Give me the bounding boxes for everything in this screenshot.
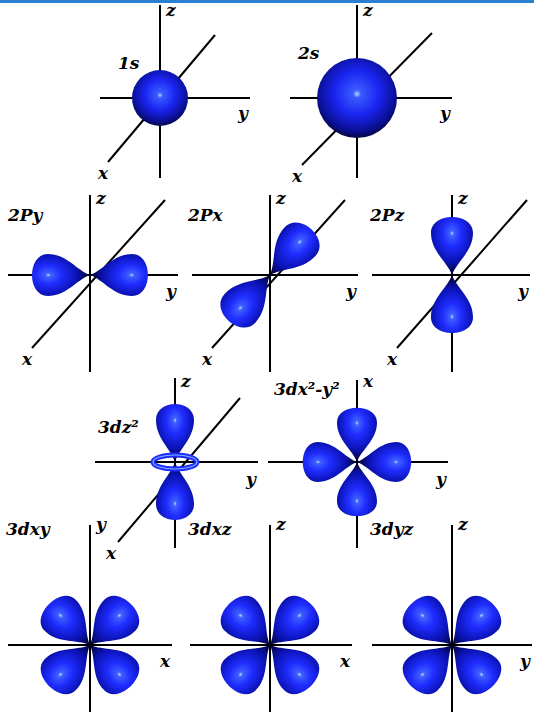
axis-label: y (96, 515, 106, 533)
axis-label: y (238, 104, 248, 122)
orbital-lobe (32, 254, 90, 296)
orbital-name: 2Pz (370, 206, 404, 224)
axis-label: y (346, 282, 356, 300)
orbital-name: 2Py (8, 206, 43, 224)
axis-line (302, 33, 432, 165)
axis-line (451, 525, 453, 712)
s-orbital-sphere (317, 58, 397, 138)
orbital-lobe (90, 254, 148, 296)
orbital-name: 3dz² (98, 418, 139, 436)
axis-label: x (98, 164, 108, 182)
orbital-panel (100, 5, 250, 178)
orbital-panel (190, 525, 352, 712)
orbital-panel (290, 5, 452, 178)
axis-label: x (22, 350, 32, 368)
axis-label: x (160, 652, 170, 670)
axis-label: z (181, 372, 191, 390)
axis-line (269, 525, 271, 712)
axis-line (212, 200, 345, 348)
orbital-lobe (431, 217, 473, 275)
axis-label: z (363, 1, 373, 19)
orbital-name: 3dx²-y² (274, 380, 340, 398)
axis-label: y (520, 652, 530, 670)
axis-label: x (292, 167, 302, 185)
axis-line (95, 461, 258, 463)
orbital-name: 3dyz (370, 520, 413, 538)
axis-label: y (440, 104, 450, 122)
orbital-panel (8, 525, 172, 712)
orbital-panel (268, 380, 448, 548)
axis-label: y (518, 282, 528, 300)
orbital-name: 1s (118, 54, 139, 72)
axis-line (108, 35, 215, 162)
orbital-lobe (254, 588, 326, 660)
axis-label: z (458, 515, 468, 533)
orbital-lobe (213, 261, 286, 335)
axis-label: z (276, 189, 286, 207)
axis-line (397, 200, 527, 348)
axis-label: x (106, 544, 116, 562)
axis-label: y (246, 470, 256, 488)
axis-line (192, 274, 358, 276)
orbital-lobe (431, 275, 473, 333)
axis-label: x (387, 350, 397, 368)
orbital-name: 3dxy (6, 520, 50, 538)
axis-label: z (166, 1, 176, 19)
axis-label: x (363, 372, 373, 390)
orbital-name: 3dxz (188, 520, 232, 538)
orbital-lobe (436, 588, 508, 660)
axis-label: x (202, 350, 212, 368)
orbital-panel (8, 195, 178, 372)
axis-label: y (436, 470, 446, 488)
axis-label: x (340, 652, 350, 670)
orbital-ring (153, 455, 197, 469)
axis-label: y (166, 282, 176, 300)
orbital-lobe (337, 408, 377, 462)
orbital-panel (372, 525, 532, 712)
axis-line (32, 200, 165, 348)
s-orbital-sphere (132, 70, 188, 126)
header-bar (0, 0, 534, 3)
orbital-name: 2s (298, 44, 319, 62)
axis-label: z (458, 189, 468, 207)
orbital-panel (95, 378, 258, 548)
orbital-ring-highlight (153, 455, 197, 469)
axis-label: z (96, 189, 106, 207)
orbital-name: 2Px (188, 206, 223, 224)
orbital-lobe (74, 588, 146, 660)
axis-label: z (276, 515, 286, 533)
axis-line (89, 525, 91, 712)
